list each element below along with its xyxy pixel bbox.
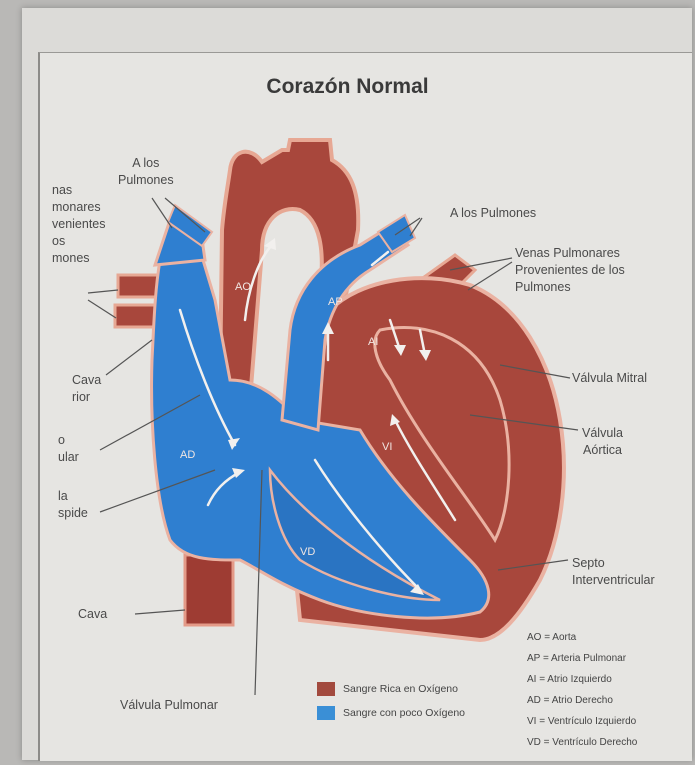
label-pulmones-left: A los Pulmones xyxy=(118,155,174,189)
label-venas-pulmonares-right: Venas Pulmonares Provenientes de los Pul… xyxy=(515,245,625,296)
label-ap: AP xyxy=(328,296,343,308)
label-valvula-tricuspide-line3: la xyxy=(58,488,88,505)
label-septo-line1: Septo xyxy=(572,555,655,572)
label-vd: VD xyxy=(300,546,315,558)
label-valvula-aortica: Válvula Aórtica xyxy=(582,425,623,459)
abbr-ao: AO = Aorta xyxy=(527,632,576,643)
abbr-ap: AP = Arteria Pulmonar xyxy=(527,653,626,664)
label-venas-right-line2: Provenientes de los xyxy=(515,262,625,279)
label-ai: AI xyxy=(368,336,378,348)
label-vi: VI xyxy=(382,441,392,453)
label-venas-left-line3: venientes xyxy=(52,216,106,233)
legend-swatch-rich xyxy=(317,682,335,696)
legend-label-rich: Sangre Rica en Oxígeno xyxy=(343,683,458,695)
label-venas-right-line3: Pulmones xyxy=(515,279,625,296)
label-cava-inferior: Cava xyxy=(78,606,107,623)
label-valvula-tricuspide-line2: ular xyxy=(58,449,88,466)
label-venas-left-line5: mones xyxy=(52,250,106,267)
abbr-ai: AI = Atrio Izquierdo xyxy=(527,674,612,685)
label-valvula-tricuspide: o ular la spide xyxy=(58,432,88,522)
label-septo-line2: Interventricular xyxy=(572,572,655,589)
legend-swatch-poor xyxy=(317,706,335,720)
abbr-vd: VD = Ventrículo Derecho xyxy=(527,737,637,748)
label-venas-left-line2: monares xyxy=(52,199,106,216)
legend-label-poor: Sangre con poco Oxígeno xyxy=(343,707,465,719)
label-ao: AO xyxy=(235,281,251,293)
label-valvula-tricuspide-line1: o xyxy=(58,432,88,449)
abbr-ad: AD = Atrio Derecho xyxy=(527,695,613,706)
label-valvula-tricuspide-line4: spide xyxy=(58,505,88,522)
label-valvula-aortica-line2: Aórtica xyxy=(582,442,623,459)
label-cava-superior: Cava rior xyxy=(72,372,101,406)
label-septo-interventricular: Septo Interventricular xyxy=(572,555,655,589)
abbr-vi: VI = Ventrículo Izquierdo xyxy=(527,716,636,727)
label-venas-left: nas monares venientes os mones xyxy=(52,182,106,267)
label-venas-left-line4: os xyxy=(52,233,106,250)
label-cava-superior-line1: Cava xyxy=(72,372,101,389)
label-valvula-aortica-line1: Válvula xyxy=(582,425,623,442)
label-valvula-pulmonar: Válvula Pulmonar xyxy=(120,697,218,714)
label-cava-superior-line2: rior xyxy=(72,389,101,406)
label-pulmones-left-line1: A los xyxy=(118,155,174,172)
label-ad: AD xyxy=(180,449,195,461)
pulmonary-vein-left-upper xyxy=(118,275,158,297)
label-valvula-mitral: Válvula Mitral xyxy=(572,370,647,387)
label-pulmones-left-line2: Pulmones xyxy=(118,172,174,189)
label-venas-right-line1: Venas Pulmonares xyxy=(515,245,625,262)
pulmonary-vein-left-lower xyxy=(115,305,155,327)
label-venas-left-line1: nas xyxy=(52,182,106,199)
label-a-los-pulmones-right: A los Pulmones xyxy=(450,205,536,222)
inferior-vena-cava xyxy=(185,555,233,625)
